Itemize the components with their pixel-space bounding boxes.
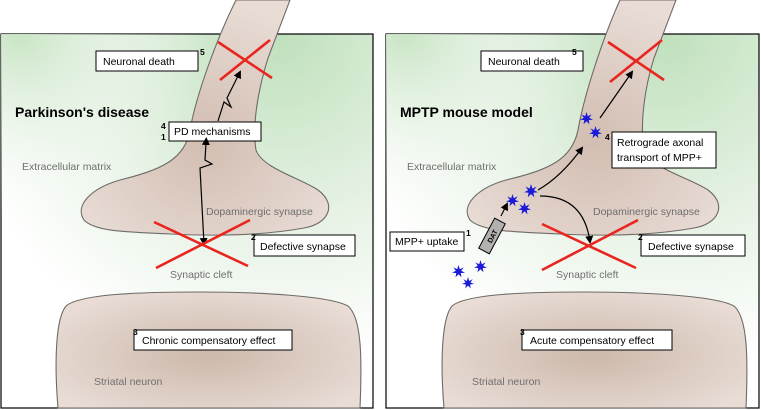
- left-neuronal-death-number: 5: [200, 47, 205, 57]
- right-title: MPTP mouse model: [400, 104, 533, 120]
- left-presynaptic-neuron: [80, 0, 330, 236]
- right-synaptic-cleft: Synaptic cleft: [556, 269, 619, 281]
- right-dat-arrow: [500, 202, 508, 217]
- left-compensatory-box: [133, 329, 293, 351]
- right-mpp-uptake-label: MPP+ uptake: [395, 236, 458, 248]
- left-compensatory-number: 3: [133, 327, 138, 337]
- right-defective-synapse-number: 2: [638, 232, 643, 242]
- left-arrow-to-synapse: [199, 137, 214, 246]
- right-defective-synapse-box: [640, 234, 746, 257]
- left-synapse-cross: [153, 218, 251, 270]
- right-compensatory-number: 3: [520, 327, 525, 337]
- right-compensatory-label: Acute compensatory effect: [530, 335, 654, 347]
- left-defective-synapse-box: [253, 234, 356, 257]
- right-arrow-synapse: [539, 195, 594, 244]
- left-arrow-to-death: [217, 70, 241, 122]
- right-neuronal-death-label: Neuronal death: [488, 56, 560, 68]
- left-pd-mechanisms-box: [168, 121, 262, 142]
- left-striatal-neuron-label: Striatal neuron: [94, 376, 162, 388]
- right-arrow-retrograde: [537, 146, 584, 191]
- right-retrograde-line1: Retrograde axonal: [617, 137, 703, 149]
- left-defective-synapse-number: 2: [251, 232, 256, 242]
- right-neuronal-death-number: 5: [572, 47, 577, 57]
- right-mpp-uptake-number: 1: [466, 228, 471, 238]
- right-extracellular-matrix: Extracellular matrix: [407, 161, 497, 173]
- right-mpp-uptake-box: [389, 231, 465, 252]
- right-arrow-to-death: [599, 70, 634, 119]
- left-neuronal-death-label: Neuronal death: [103, 56, 175, 68]
- left-title: Parkinson's disease: [15, 104, 149, 120]
- left-neuronal-death-box: [95, 50, 199, 72]
- right-striatal-neuron-label: Striatal neuron: [472, 376, 540, 388]
- right-retrograde-box: [611, 131, 717, 169]
- right-dat-transporter: DAT: [478, 217, 506, 255]
- left-panel: Parkinson's disease Neuronal death 5 PD …: [0, 0, 374, 409]
- left-compensatory-label: Chronic compensatory effect: [142, 335, 276, 347]
- right-compensatory-box: [521, 329, 673, 351]
- right-retrograde-number: 4: [605, 132, 610, 142]
- right-panel: MPTP mouse model Neuronal death 5 Retrog…: [385, 0, 760, 409]
- right-neuronal-death-box: [480, 50, 584, 72]
- left-defective-synapse-label: Defective synapse: [260, 241, 346, 253]
- left-synaptic-cleft: Synaptic cleft: [170, 269, 233, 281]
- left-pd-mechanisms-label: PD mechanisms: [174, 126, 250, 138]
- left-pd-mechanisms-number-top: 4: [161, 121, 166, 131]
- left-pd-mechanisms-number-bottom: 1: [161, 132, 166, 142]
- right-synapse-cross: [541, 218, 639, 272]
- right-retrograde-line2: transport of MPP+: [617, 152, 702, 164]
- right-dopaminergic-synapse: Dopaminergic synapse: [593, 206, 700, 218]
- right-defective-synapse-label: Defective synapse: [648, 241, 734, 253]
- right-death-cross: [607, 38, 665, 84]
- left-dopaminergic-synapse: Dopaminergic synapse: [206, 206, 313, 218]
- left-extracellular-matrix: Extracellular matrix: [22, 161, 112, 173]
- left-death-cross: [217, 38, 273, 82]
